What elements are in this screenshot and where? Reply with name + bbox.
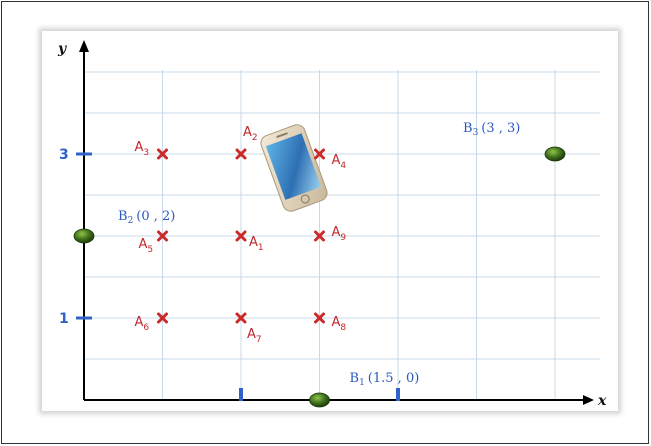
cross-marker-icon xyxy=(157,312,168,324)
point-label: A8 xyxy=(332,315,347,333)
beacon-b1: B1(1.5 , 0) xyxy=(309,371,420,408)
beacon-label: B2(0 , 2) xyxy=(118,209,175,226)
beacon-b3: B3(3 , 3) xyxy=(463,121,566,162)
grid-point-a1: A1 xyxy=(235,230,264,253)
grid-point-a8: A8 xyxy=(314,312,347,333)
y-tick-label: 3 xyxy=(59,147,69,163)
point-label: A6 xyxy=(135,315,150,333)
x-axis-label: x xyxy=(597,393,607,409)
plot-panel xyxy=(42,31,618,411)
cross-marker-icon xyxy=(157,148,168,160)
cross-marker-icon xyxy=(314,148,325,160)
x-axis: x xyxy=(84,393,607,409)
y-axis-arrow-icon xyxy=(79,40,89,52)
cross-marker-icon xyxy=(235,148,247,160)
x-axis-arrow-icon xyxy=(583,395,594,405)
cross-marker-icon xyxy=(235,312,247,324)
axis-ticks: 31 xyxy=(59,147,400,401)
point-label: A7 xyxy=(247,327,262,345)
y-axis: y xyxy=(57,40,89,400)
point-label: A4 xyxy=(332,153,347,171)
grid-point-a7: A7 xyxy=(235,312,262,345)
point-label: A1 xyxy=(249,235,264,253)
grid-point-a3: A3 xyxy=(135,140,168,160)
grid-point-a2: A2 xyxy=(235,125,258,160)
point-label: A2 xyxy=(243,125,258,143)
beacon-marker-icon xyxy=(309,392,330,408)
beacon-label: B3(3 , 3) xyxy=(463,121,520,138)
grid-point-a5: A5 xyxy=(139,230,168,255)
point-label: A9 xyxy=(332,225,347,243)
beacons: B1(1.5 , 0) B2(0 , 2) B3(3 , 3) xyxy=(73,121,566,408)
cross-marker-icon xyxy=(235,230,247,242)
grid-lines xyxy=(84,70,600,400)
cross-marker-icon xyxy=(314,230,325,242)
grid-point-a6: A6 xyxy=(135,312,168,333)
grid-point-a9: A9 xyxy=(314,225,347,243)
beacon-label: B1(1.5 , 0) xyxy=(350,371,420,388)
beacon-marker-icon xyxy=(544,146,566,162)
smartphone-icon xyxy=(260,124,328,212)
beacon-b2: B2(0 , 2) xyxy=(73,209,175,244)
cross-marker-icon xyxy=(314,312,325,324)
grid-point-a4: A4 xyxy=(314,148,347,171)
cross-marker-icon xyxy=(157,230,168,242)
point-label: A3 xyxy=(135,140,150,158)
y-axis-label: y xyxy=(57,41,67,57)
y-tick-label: 1 xyxy=(59,311,69,327)
point-label: A5 xyxy=(139,237,154,255)
beacon-marker-icon xyxy=(73,228,95,244)
